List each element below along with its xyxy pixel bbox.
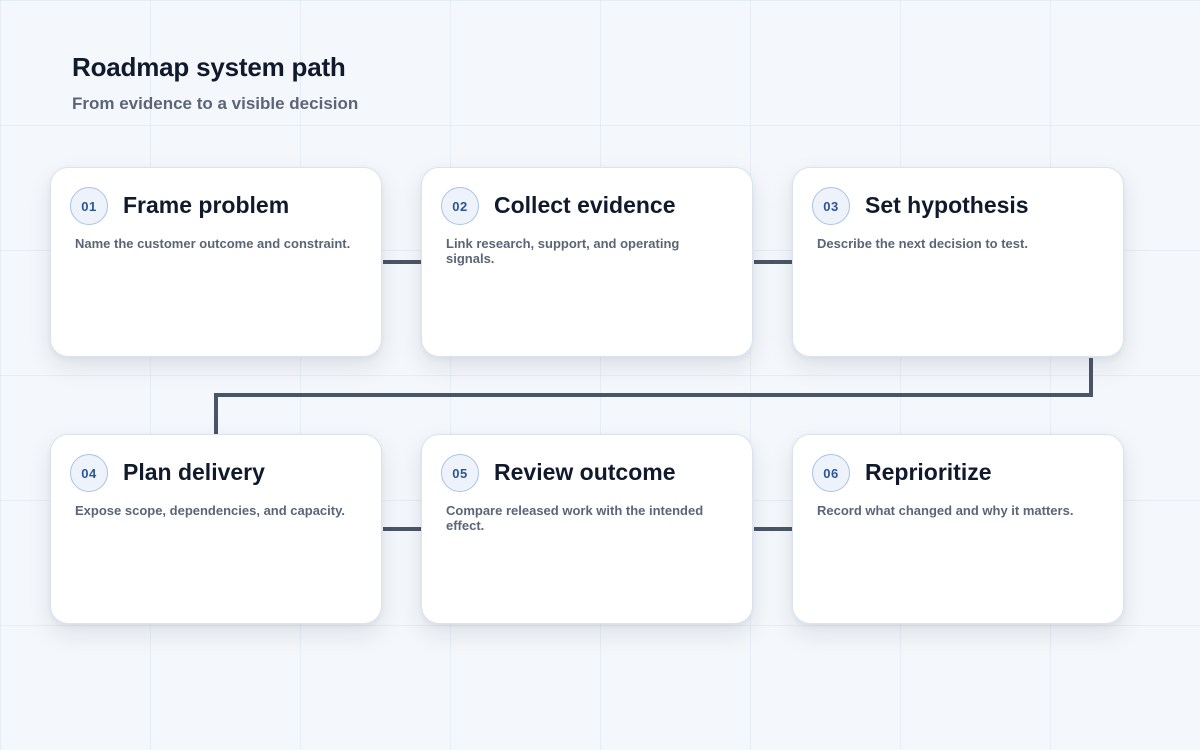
step-card-collect-evidence[interactable]: 02 Collect evidence Link research, suppo…	[421, 167, 753, 357]
step-card-plan-delivery[interactable]: 04 Plan delivery Expose scope, dependenc…	[50, 434, 382, 624]
step-title: Collect evidence	[494, 192, 676, 218]
step-card-set-hypothesis[interactable]: 03 Set hypothesis Describe the next deci…	[792, 167, 1124, 357]
step-title: Frame problem	[123, 192, 290, 218]
step-title: Set hypothesis	[865, 192, 1029, 218]
step-description: Expose scope, dependencies, and capacity…	[75, 503, 345, 518]
step-number-badge: 05	[441, 454, 479, 492]
step-description: Name the customer outcome and constraint…	[75, 236, 351, 251]
step-title: Review outcome	[494, 459, 676, 485]
step-card-reprioritize[interactable]: 06 Reprioritize Record what changed and …	[792, 434, 1124, 624]
step-card-frame-problem[interactable]: 01 Frame problem Name the customer outco…	[50, 167, 382, 357]
connector-3-4	[214, 358, 1093, 434]
step-description: Record what changed and why it matters.	[817, 503, 1074, 518]
step-number-badge: 06	[812, 454, 850, 492]
step-description: Describe the next decision to test.	[817, 236, 1028, 251]
page-title: Roadmap system path	[72, 52, 346, 82]
step-number-badge: 03	[812, 187, 850, 225]
step-number-badge: 02	[441, 187, 479, 225]
step-description: Compare released work with the intended …	[446, 503, 704, 533]
step-number-badge: 01	[70, 187, 108, 225]
step-number-badge: 04	[70, 454, 108, 492]
step-title: Plan delivery	[123, 459, 265, 485]
step-title: Reprioritize	[865, 459, 992, 485]
step-description: Link research, support, and operating si…	[446, 236, 680, 266]
step-card-review-outcome[interactable]: 05 Review outcome Compare released work …	[421, 434, 753, 624]
page-subtitle: From evidence to a visible decision	[72, 94, 359, 113]
